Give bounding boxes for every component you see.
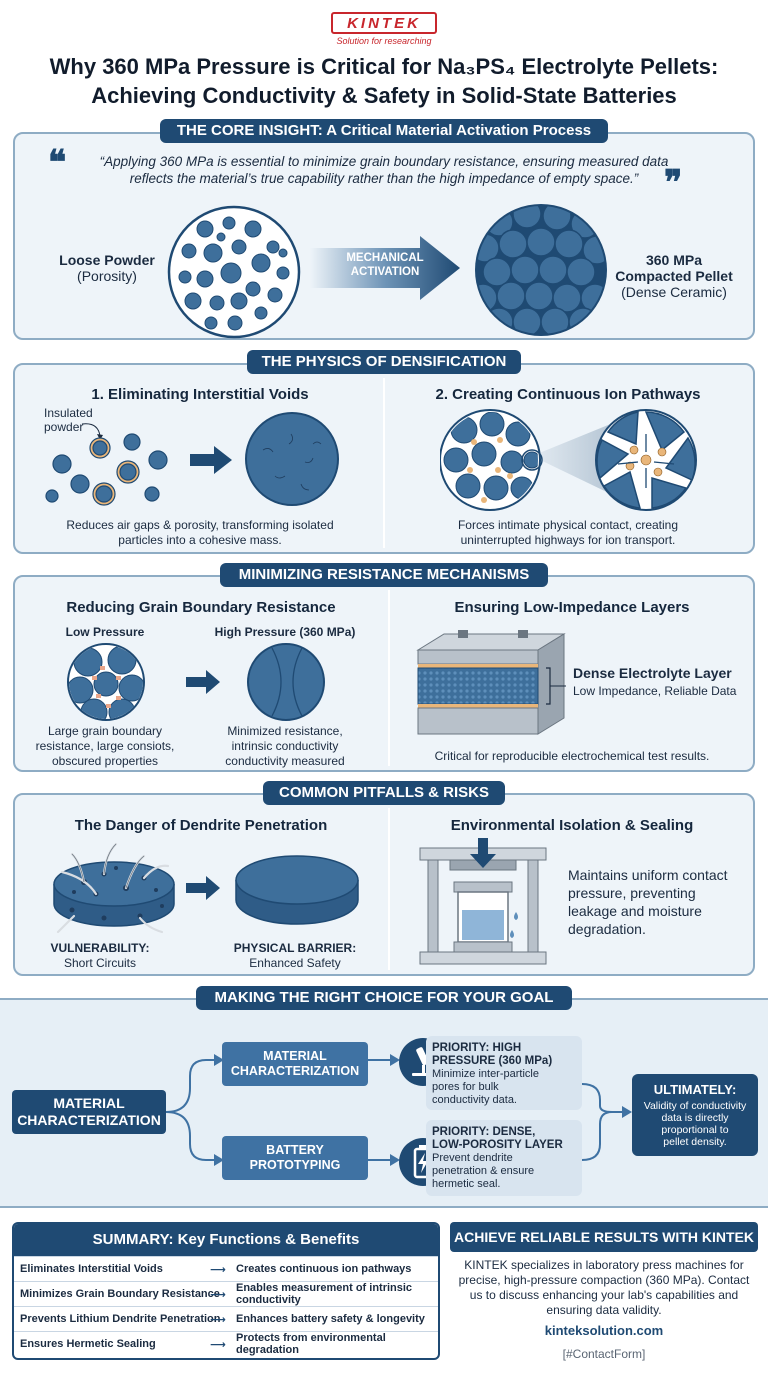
pitfalls-left-title: The Danger of Dendrite Penetration (74, 817, 328, 834)
cohesive-mass-illustration (245, 412, 339, 506)
resistance-right-title: Ensuring Low-Impedance Layers (454, 599, 690, 616)
table-row: Minimizes Grain Boundary Resistance⟶Enab… (14, 1281, 438, 1306)
summary-table: SUMMARY: Key Functions & Benefits Elimin… (12, 1222, 440, 1360)
physics-divider (383, 378, 385, 548)
dense-barrier-pellet-illustration (235, 855, 359, 925)
resistance-left-title: Reducing Grain Boundary Resistance (66, 599, 336, 616)
layered-cell-illustration (416, 630, 566, 735)
high-pressure-grains-illustration (247, 643, 325, 721)
compacted-pellet-illustration (475, 204, 607, 336)
arrow-right-icon: ⟶ (210, 1313, 226, 1326)
mechanical-activation-label: MECHANICAL ACTIVATION (346, 252, 424, 278)
arrow-right-icon: ⟶ (210, 1338, 226, 1351)
physics-heading: THE PHYSICS OF DENSIFICATION (247, 350, 521, 374)
priority-dense-layer: PRIORITY: DENSE, LOW-POROSITY LAYER Prev… (426, 1120, 582, 1196)
dense-layer-sub: Low Impedance, Reliable Data (573, 684, 737, 698)
table-row: Ensures Hermetic Sealing⟶Protects from e… (14, 1331, 438, 1356)
physics-right-caption: Forces intimate physical contact, creati… (457, 518, 679, 547)
physics-right-title: 2. Creating Continuous Ion Pathways (435, 386, 701, 403)
physics-left-caption: Reduces air gaps & porosity, transformin… (66, 518, 334, 547)
pitfalls-divider (388, 808, 390, 970)
high-pressure-caption: Minimized resistance, intrinsic conducti… (225, 724, 345, 768)
ion-pathways-illustration (440, 409, 697, 511)
high-pressure-label: High Pressure (360 MPa) (214, 625, 356, 639)
densify-arrow-icon (190, 446, 232, 474)
cta-description: KINTEK specializes in laboratory press m… (458, 1258, 750, 1317)
summary-heading: SUMMARY: Key Functions & Benefits (14, 1224, 438, 1256)
resistance-heading: MINIMIZING RESISTANCE MECHANISMS (220, 563, 548, 587)
brand-tagline: Solution for researching (336, 36, 432, 46)
vulnerability-label: VULNERABILITY: Short Circuits (50, 941, 150, 970)
table-row: Prevents Lithium Dendrite Penetration⟶En… (14, 1306, 438, 1331)
mechanical-activation-arrow (310, 236, 460, 300)
website-link[interactable]: kinteksolution.com (544, 1323, 664, 1338)
insulated-powder-label: Insulated powder (44, 406, 93, 434)
press-sealing-illustration (419, 838, 547, 965)
low-pressure-grains-illustration (67, 643, 145, 721)
core-insight-panel (13, 132, 755, 340)
low-pressure-label: Low Pressure (65, 625, 145, 639)
dense-layer-label: Dense Electrolyte Layer (573, 665, 732, 681)
open-quote-icon: ❝ (48, 143, 67, 183)
core-insight-heading: THE CORE INSIGHT: A Critical Material Ac… (160, 119, 608, 143)
priority-high-pressure: PRIORITY: HIGH PRESSURE (360 MPa) Minimi… (426, 1036, 582, 1110)
kintek-logo: KINTEK (331, 12, 437, 34)
core-quote: “Applying 360 MPa is essential to minimi… (99, 154, 669, 186)
loose-powder-illustration (167, 205, 301, 339)
grain-arrow-icon (186, 670, 220, 694)
loose-powder-label: Loose Powder (Porosity) (59, 252, 155, 284)
resistance-divider (388, 590, 390, 766)
compacted-pellet-label: 360 MPa Compacted Pellet (Dense Ceramic) (615, 252, 733, 300)
page-title: Why 360 MPa Pressure is Critical for Na₃… (49, 54, 719, 108)
table-row: Eliminates Interstitial Voids⟶Creates co… (14, 1256, 438, 1281)
physics-left-title: 1. Eliminating Interstitial Voids (91, 386, 309, 403)
pitfalls-right-title: Environmental Isolation & Sealing (450, 817, 694, 834)
resistance-right-caption: Critical for reproducible electrochemica… (434, 749, 710, 763)
arrow-right-icon: ⟶ (210, 1263, 226, 1276)
barrier-label: PHYSICAL BARRIER: Enhanced Safety (233, 941, 357, 970)
cta-heading: ACHIEVE RELIABLE RESULTS WITH KINTEK (450, 1222, 758, 1252)
pitfalls-heading: COMMON PITFALLS & RISKS (263, 781, 505, 805)
close-quote-icon: ❞ (664, 163, 683, 203)
dendrite-pellet-illustration (53, 842, 175, 934)
choice-connectors (165, 1054, 632, 1166)
insulated-particles-illustration (45, 423, 168, 506)
arrow-right-icon: ⟶ (210, 1288, 226, 1301)
choice-heading: MAKING THE RIGHT CHOICE FOR YOUR GOAL (196, 986, 572, 1010)
ultimately-box: ULTIMATELY: Validity of conductivity dat… (632, 1074, 758, 1156)
low-pressure-caption: Large grain boundary resistance, large c… (35, 724, 175, 768)
barrier-arrow-icon (186, 876, 220, 900)
contact-form-link[interactable]: [#ContactForm] (562, 1347, 646, 1361)
sealing-description: Maintains uniform contact pressure, prev… (568, 867, 728, 937)
